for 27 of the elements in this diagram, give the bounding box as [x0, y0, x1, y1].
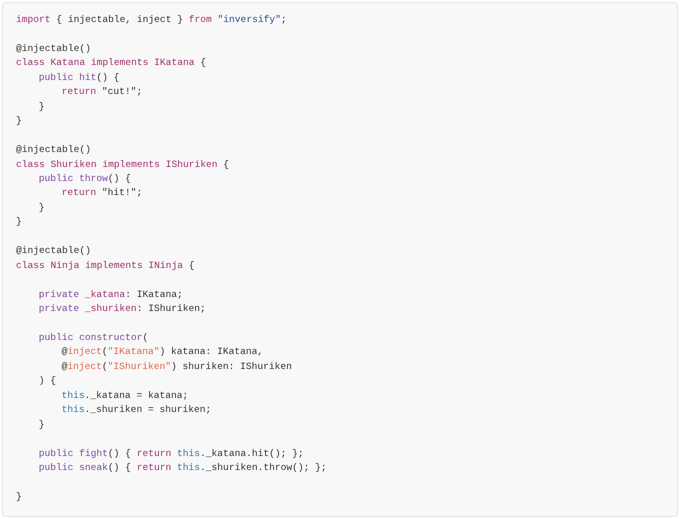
- code-line: }: [38, 418, 45, 431]
- code-line: return "cut!";: [62, 86, 142, 98]
- code-line: class Ninja implements INinja {: [16, 260, 194, 272]
- code-line: @inject("IShuriken") shuriken: IShuriken: [62, 360, 292, 373]
- code-line: class Shuriken implements IShuriken {: [16, 158, 230, 170]
- code-line: @inject("IKatana") katana: IKatana,: [62, 346, 264, 358]
- code-line: this._katana = katana;: [62, 390, 188, 402]
- code-line: class Katana implements IKatana {: [16, 57, 206, 70]
- code-line: @injectable(): [16, 144, 91, 156]
- code-line: this._shuriken = shuriken;: [62, 404, 212, 416]
- code-line: public throw() {: [38, 172, 131, 185]
- code-line: @injectable(): [16, 42, 91, 55]
- code-line: import { injectable, inject } from "inversify";: [16, 14, 287, 26]
- code-line: private _katana: IKatana;: [38, 288, 183, 301]
- code-line: }: [38, 100, 45, 113]
- code-line: private _shuriken: IShuriken;: [38, 303, 206, 315]
- code-line: public constructor(: [38, 332, 148, 344]
- code-line: public sneak() { return this._shuriken.throw(); };: [38, 462, 327, 474]
- code-line: public fight() { return this._katana.hit(); };: [38, 448, 304, 460]
- code-line: @injectable(): [16, 245, 91, 258]
- code-line: ) {: [38, 375, 56, 388]
- code-line: }: [16, 216, 22, 228]
- code-line: }: [16, 115, 22, 128]
- code-line: }: [38, 202, 45, 214]
- code-line: }: [16, 490, 22, 503]
- code-line: public hit() {: [38, 72, 120, 84]
- code-line: return "hit!";: [62, 187, 142, 200]
